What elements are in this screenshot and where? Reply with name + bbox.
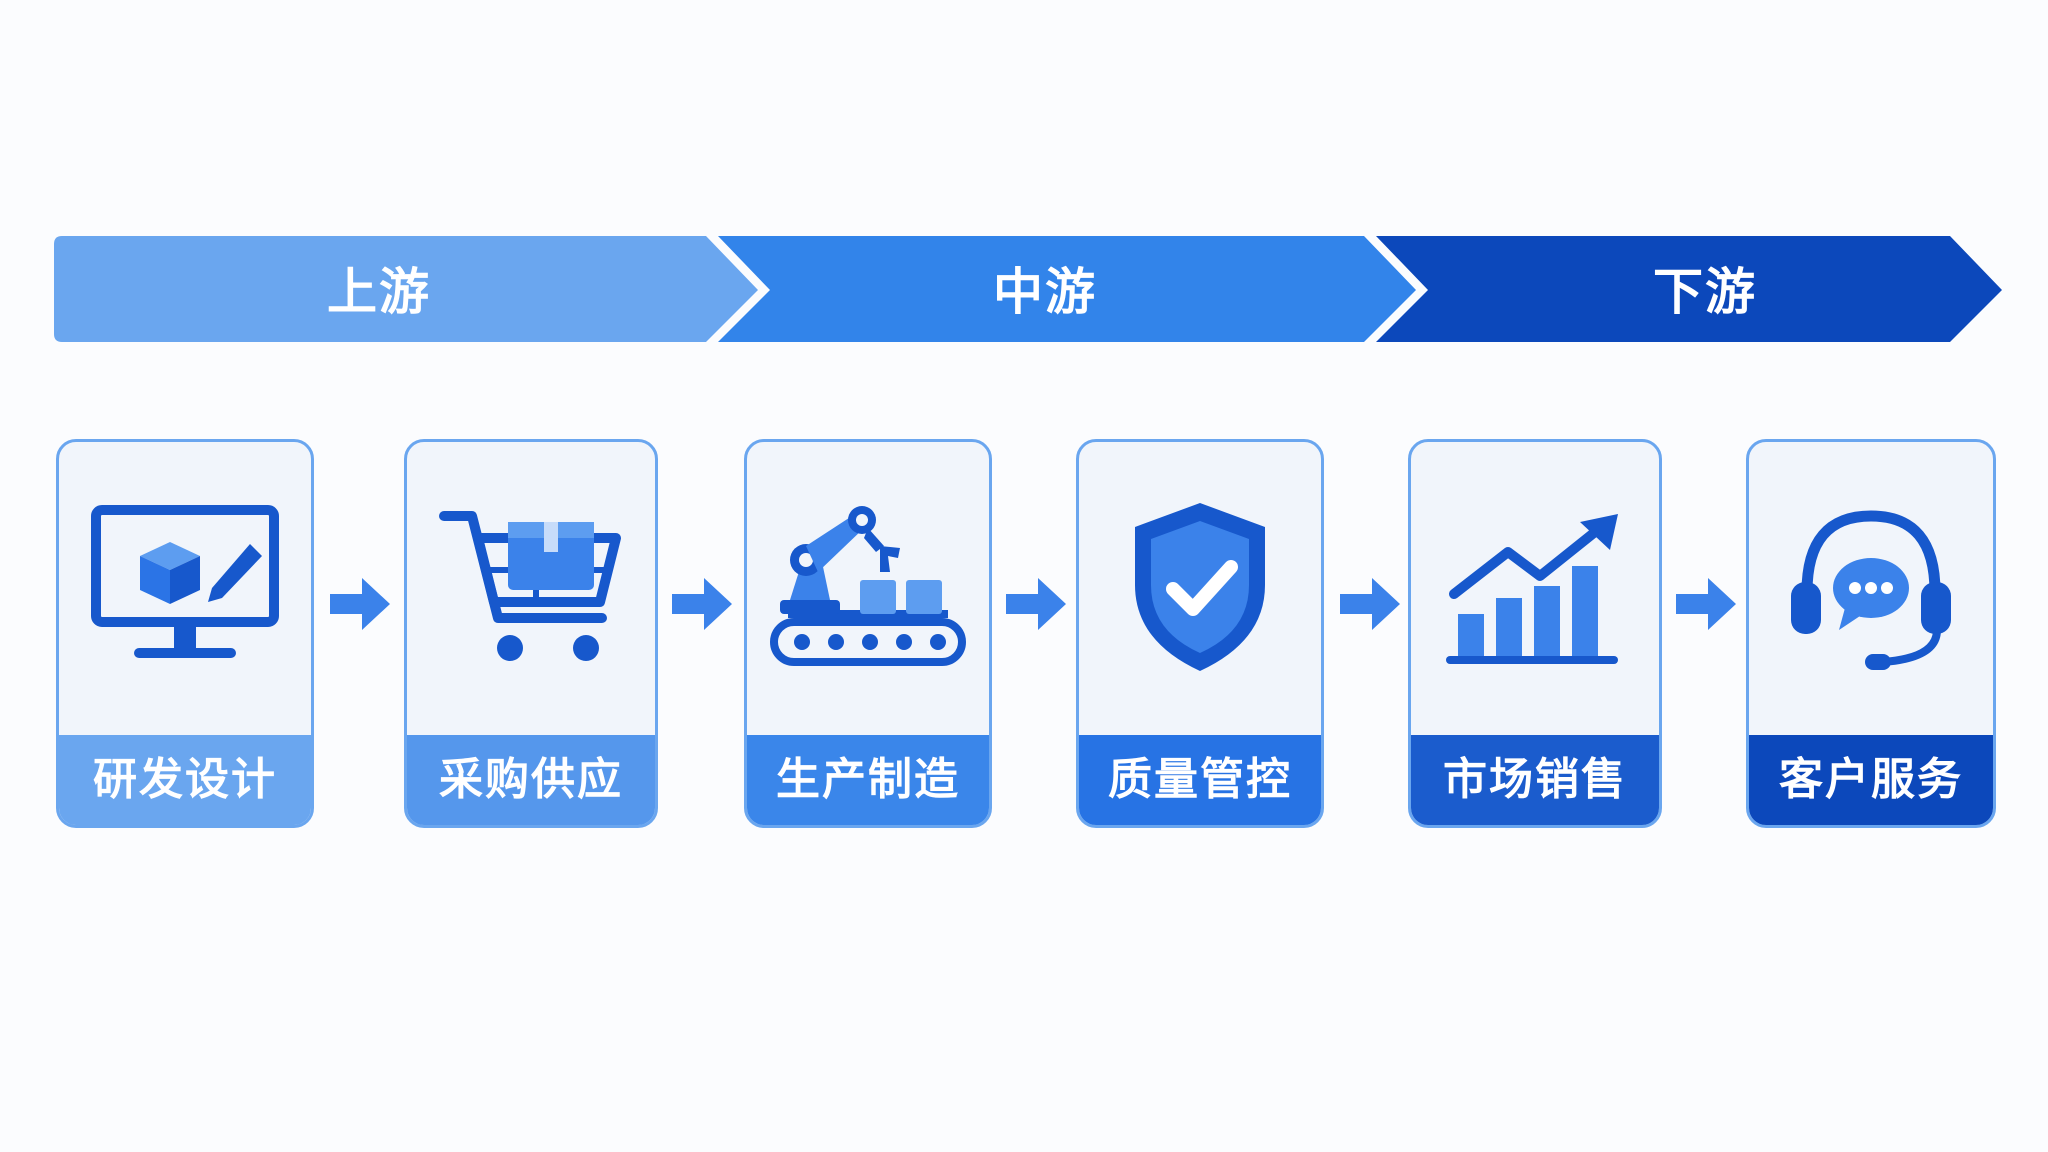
step-card-manufacturing[interactable]: 生产制造 xyxy=(744,439,992,828)
stage-upstream-label: 上游 xyxy=(327,263,431,321)
stage-downstream-label: 下游 xyxy=(1653,263,1757,321)
robot-arm-conveyor-icon xyxy=(747,482,989,692)
step-label: 市场销售 xyxy=(1411,735,1659,825)
flow-arrow-4 xyxy=(1340,578,1400,630)
step-label: 研发设计 xyxy=(59,735,311,825)
step-label: 质量管控 xyxy=(1079,735,1321,825)
step-card-sales[interactable]: 市场销售 xyxy=(1408,439,1662,828)
stage-midstream-chevron xyxy=(718,236,1416,342)
shield-check-icon xyxy=(1079,482,1321,692)
flow-arrow-5 xyxy=(1676,578,1736,630)
flow-arrow-3 xyxy=(1006,578,1066,630)
flow-arrow-1 xyxy=(330,578,390,630)
step-card-customer-service[interactable]: 客户服务 xyxy=(1746,439,1996,828)
growth-chart-icon xyxy=(1411,482,1659,692)
stage-upstream-chevron xyxy=(54,236,758,342)
step-label: 采购供应 xyxy=(407,735,655,825)
shopping-cart-icon xyxy=(407,482,655,692)
step-label: 生产制造 xyxy=(747,735,989,825)
step-card-quality-control[interactable]: 质量管控 xyxy=(1076,439,1324,828)
stage-midstream-label: 中游 xyxy=(993,263,1097,321)
step-card-rd-design[interactable]: 研发设计 xyxy=(56,439,314,828)
step-card-procurement[interactable]: 采购供应 xyxy=(404,439,658,828)
flow-arrow-2 xyxy=(672,578,732,630)
headset-chat-icon xyxy=(1749,482,1993,692)
monitor-design-icon xyxy=(59,482,311,692)
stage-downstream-chevron xyxy=(1376,236,2002,342)
step-label: 客户服务 xyxy=(1749,735,1993,825)
